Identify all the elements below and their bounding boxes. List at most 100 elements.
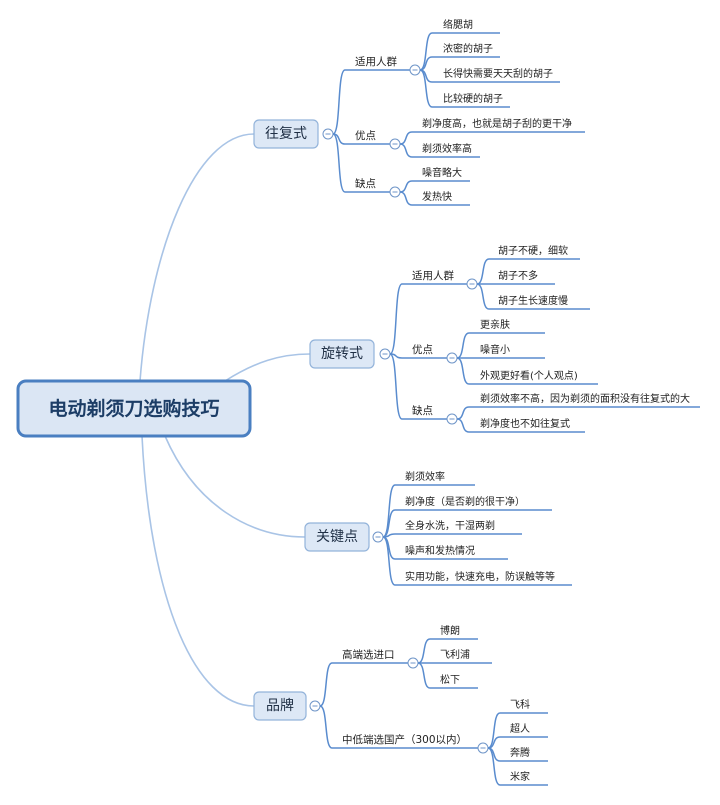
connector-line [332,133,390,145]
collapse-minus-icon[interactable] [389,138,401,150]
connector-line [419,56,500,71]
subtopic-xuanzhuanshi-quedian[interactable]: 缺点 [389,353,447,420]
connector-line [456,357,598,385]
leaf-label: 噪音小 [480,343,510,356]
leaf-topic[interactable]: 噪音小 [457,343,545,359]
subtopic-label: 中低端选国产（300以内） [342,733,467,746]
leaf-label: 胡子生长速度慢 [498,294,568,307]
connector-line [456,418,585,433]
collapse-minus-icon[interactable] [372,531,384,543]
leaf-topic[interactable]: 胡子不硬，细软 [476,244,580,285]
leaf-topic[interactable]: 发热快 [399,190,470,206]
connector-line [417,662,478,689]
connector-line [332,133,390,193]
collapse-minus-icon[interactable] [379,348,391,360]
connector-line [417,638,478,664]
root-topic-box [16,379,252,438]
leaf-topic[interactable]: 飞利浦 [418,648,492,664]
collapse-minus-icon[interactable] [477,742,489,754]
leaf-topic[interactable]: 浓密的胡子 [419,42,500,71]
leaf-topic[interactable]: 比较硬的胡子 [419,69,510,108]
connector-line [487,736,548,749]
subtopic-leaf[interactable]: 全身水洗，干湿两剃 [382,519,522,538]
leaf-topic[interactable]: 外观更好看(个人观点) [456,357,598,385]
subtopic-wangfushi-quedian[interactable]: 缺点 [332,133,390,193]
collapse-minus-icon[interactable] [407,657,419,669]
subtopic-leaf[interactable]: 实用功能，快速充电，防误触等等 [382,536,572,586]
branch-topic-guanjiandian[interactable]: 关键点 [304,522,370,552]
branch-topic-pinpai[interactable]: 品牌 [253,691,307,721]
subtopic-label: 噪声和发热情况 [405,544,475,557]
leaf-topic[interactable]: 剃净度也不如往复式 [456,417,585,433]
leaf-label: 剃须效率高 [422,142,472,155]
subtopic-wangfushi-youdian[interactable]: 优点 [332,129,390,145]
branch-topic-wangfushi[interactable]: 往复式 [253,119,319,149]
root-topic[interactable]: 电动剃须刀选购技巧 [16,379,252,438]
leaf-topic[interactable]: 噪音略大 [399,166,470,193]
leaf-topic[interactable]: 飞科 [487,698,548,749]
leaf-label: 胡子不多 [498,269,538,282]
subtopic-leaf[interactable]: 剃净度（是否剃的很干净） [382,495,552,538]
connector-line [382,536,572,586]
collapse-minus-icon[interactable] [389,186,401,198]
subtopic-label: 适用人群 [412,269,454,282]
connector-line [476,283,590,310]
leaf-topic[interactable]: 更亲肤 [456,318,545,359]
collapse-minus-icon[interactable] [446,413,458,425]
collapse-minus-icon[interactable] [309,700,321,712]
leaf-label: 博朗 [440,624,460,637]
subtopic-xuanzhuanshi-shiyongrenqun[interactable]: 适用人群 [389,269,467,355]
connector-line [389,353,447,359]
subtopic-pinpai-gaoduan[interactable]: 高端选进口 [319,648,408,707]
leaf-topic[interactable]: 剃须效率不高，因为剃须的面积没有往复式的大 [456,392,700,420]
branch-topic-label: 往复式 [265,125,307,142]
leaf-label: 飞利浦 [440,648,470,661]
branch-topic-label: 品牌 [266,697,294,714]
branch-topic-xuanzhuanshi[interactable]: 旋转式 [309,339,375,369]
leaf-label: 剃净度高，也就是胡子刮的更干净 [422,117,572,130]
collapse-minus-icon[interactable] [322,128,334,140]
connector-line [456,332,545,359]
subtopic-label: 剃净度（是否剃的很干净） [405,495,525,508]
leaf-topic[interactable]: 超人 [487,722,548,749]
leaf-label: 长得快需要天天刮的胡子 [443,67,553,80]
subtopic-wangfushi-shiyongrenqun[interactable]: 适用人群 [332,55,410,135]
branch-topic-box [253,119,319,149]
subtopic-label: 适用人群 [355,55,397,68]
connector-line [319,705,478,749]
leaf-topic[interactable]: 博朗 [417,624,478,664]
connector-line [456,406,700,420]
leaf-topic[interactable]: 剃须效率高 [399,142,480,158]
collapse-minus-icon[interactable] [446,352,458,364]
leaf-topic[interactable]: 剃净度高，也就是胡子刮的更干净 [399,117,585,145]
subtopic-label: 高端选进口 [342,648,395,661]
connector-line [319,662,408,707]
subtopic-leaf[interactable]: 噪声和发热情况 [382,536,508,560]
subtopic-label: 剃须效率 [405,470,445,483]
leaf-label: 噪音略大 [422,166,462,179]
connector-line [382,509,552,538]
leaf-label: 更亲肤 [480,318,510,331]
collapse-minus-icon[interactable] [409,64,421,76]
leaf-label: 剃净度也不如往复式 [480,417,570,430]
connector-line [382,533,522,538]
root-connector-xuanzhuanshi [224,353,311,382]
branch-topic-label: 旋转式 [321,346,363,362]
leaf-topic[interactable]: 长得快需要天天刮的胡子 [419,67,560,83]
leaf-label: 奔腾 [510,746,530,759]
collapse-minus-icon[interactable] [466,278,478,290]
leaf-label: 外观更好看(个人观点) [480,369,578,382]
leaf-topic[interactable]: 奔腾 [487,746,548,762]
leaf-topic[interactable]: 胡子生长速度慢 [476,283,590,310]
subtopic-label: 缺点 [412,404,433,417]
leaf-topic[interactable]: 米家 [487,747,548,786]
leaf-label: 比较硬的胡子 [443,92,503,105]
subtopic-pinpai-zhongdiduan[interactable]: 中低端选国产（300以内） [319,705,478,749]
subtopic-xuanzhuanshi-youdian[interactable]: 优点 [389,343,447,359]
leaf-topic[interactable]: 松下 [417,662,478,689]
leaf-topic[interactable]: 胡子不多 [477,269,555,285]
connector-line [419,69,510,108]
subtopic-label: 全身水洗，干湿两剃 [405,519,495,532]
leaf-label: 发热快 [422,190,452,203]
connector-line [399,131,585,145]
